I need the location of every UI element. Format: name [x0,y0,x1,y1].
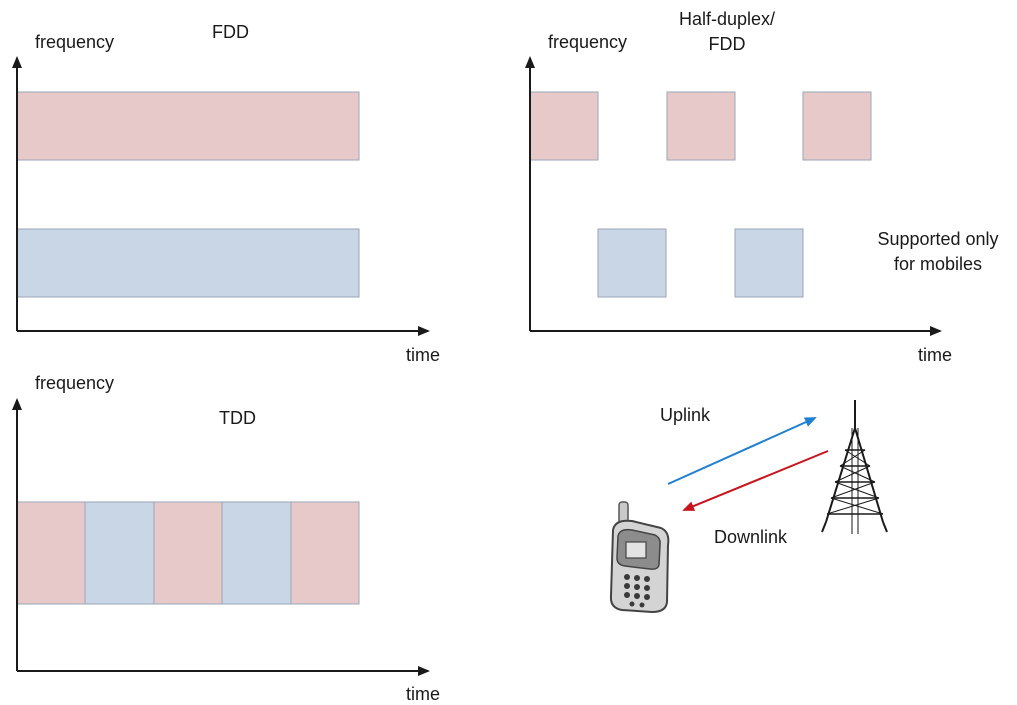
tdd-uplink-slot [16,501,86,605]
tdd-downlink-slot [221,501,292,605]
uplink-label: Uplink [660,405,711,425]
fdd-panel: FDD frequency time [12,22,440,365]
link-illustration: Uplink Downlink [609,400,888,614]
hd-downlink-slot [734,228,804,298]
fdd-downlink-band [16,228,360,298]
hd-uplink-slot [802,91,872,161]
tdd-uplink-slot [290,501,360,605]
cell-tower-icon [821,400,888,534]
tdd-panel: TDD frequency time [12,373,440,704]
half-duplex-panel: Half-duplex/ FDD frequency time Supporte… [525,9,999,365]
hd-y-label: frequency [548,32,627,52]
tdd-x-label: time [406,684,440,704]
tdd-downlink-slot [84,501,155,605]
uplink-arrow [667,417,817,485]
hd-note-line2: for mobiles [894,254,982,274]
hd-note-line1: Supported only [877,229,998,249]
mobile-phone-icon [609,501,670,614]
downlink-label: Downlink [714,527,788,547]
hd-uplink-slot [666,91,736,161]
fdd-title: FDD [212,22,249,42]
fdd-y-label: frequency [35,32,114,52]
tdd-y-label: frequency [35,373,114,393]
hd-title-line1: Half-duplex/ [679,9,775,29]
hd-downlink-slot [597,228,667,298]
hd-x-label: time [918,345,952,365]
fdd-uplink-band [16,91,360,161]
hd-uplink-slot [529,91,599,161]
hd-title-line2: FDD [709,34,746,54]
fdd-x-label: time [406,345,440,365]
tdd-title: TDD [219,408,256,428]
tdd-uplink-slot [153,501,223,605]
downlink-arrow [682,450,829,511]
